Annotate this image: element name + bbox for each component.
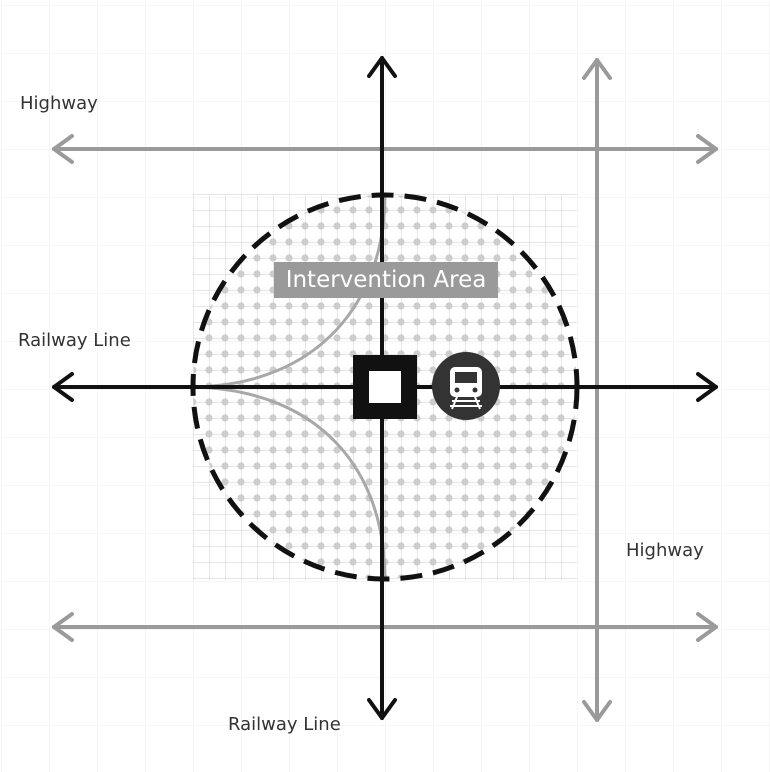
highway-top-label: Highway [20,93,98,114]
highway-bottom [52,612,718,642]
highway-right [582,58,612,722]
square-outline-icon [353,355,417,419]
railway-left-label: Railway Line [18,330,131,351]
railway-bottom-label: Railway Line [228,714,341,735]
train-icon [432,352,500,420]
highways [52,58,718,722]
highway-right-label: Highway [626,540,704,561]
intervention-area-boundary [190,192,580,582]
highway-top [52,134,718,164]
intervention-area-label: Intervention Area [274,262,498,298]
